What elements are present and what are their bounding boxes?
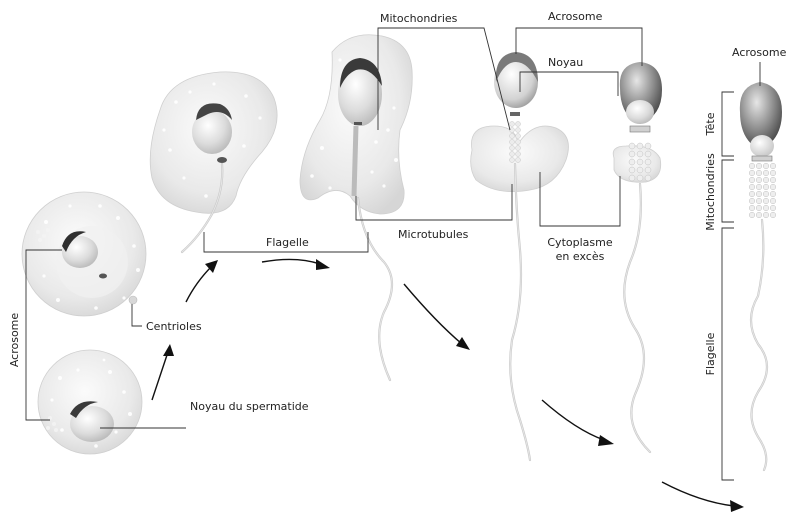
arrow-4	[404, 284, 470, 350]
mature-spermatozoon	[740, 82, 782, 470]
arrow-5	[542, 400, 614, 446]
label-centrioles: Centrioles	[146, 320, 202, 333]
label-cytoplasme-line1: Cytoplasme	[547, 236, 612, 249]
label-acrosome-right: Acrosome	[732, 46, 787, 59]
arrow-2	[186, 260, 218, 302]
label-cytoplasme-line2: en excès	[556, 250, 605, 263]
label-mitochondries-side: Mitochondries	[704, 153, 717, 231]
spermatid-late-cell	[613, 62, 662, 452]
label-tete: Tête	[704, 112, 717, 136]
spermatid-crescent-cell	[150, 72, 277, 252]
spermatid-maturing-cell	[471, 52, 569, 460]
label-mitochondries-top: Mitochondries	[380, 12, 458, 25]
label-noyau-top: Noyau	[548, 56, 583, 69]
label-microtubules: Microtubules	[398, 228, 469, 241]
progression-arrows	[152, 259, 744, 512]
label-noyau-spermatide: Noyau du spermatide	[190, 400, 309, 413]
arrow-1	[152, 344, 174, 400]
label-flagelle-mid: Flagelle	[266, 236, 309, 249]
label-acrosome-top: Acrosome	[548, 10, 603, 23]
arrow-3	[262, 259, 330, 270]
spermatid-round-cell	[38, 350, 142, 454]
label-acrosome-left: Acrosome	[8, 313, 21, 368]
arrow-6	[662, 482, 744, 512]
label-flagelle-side: Flagelle	[704, 332, 717, 375]
spermatid-acrosome-cell	[22, 192, 146, 316]
